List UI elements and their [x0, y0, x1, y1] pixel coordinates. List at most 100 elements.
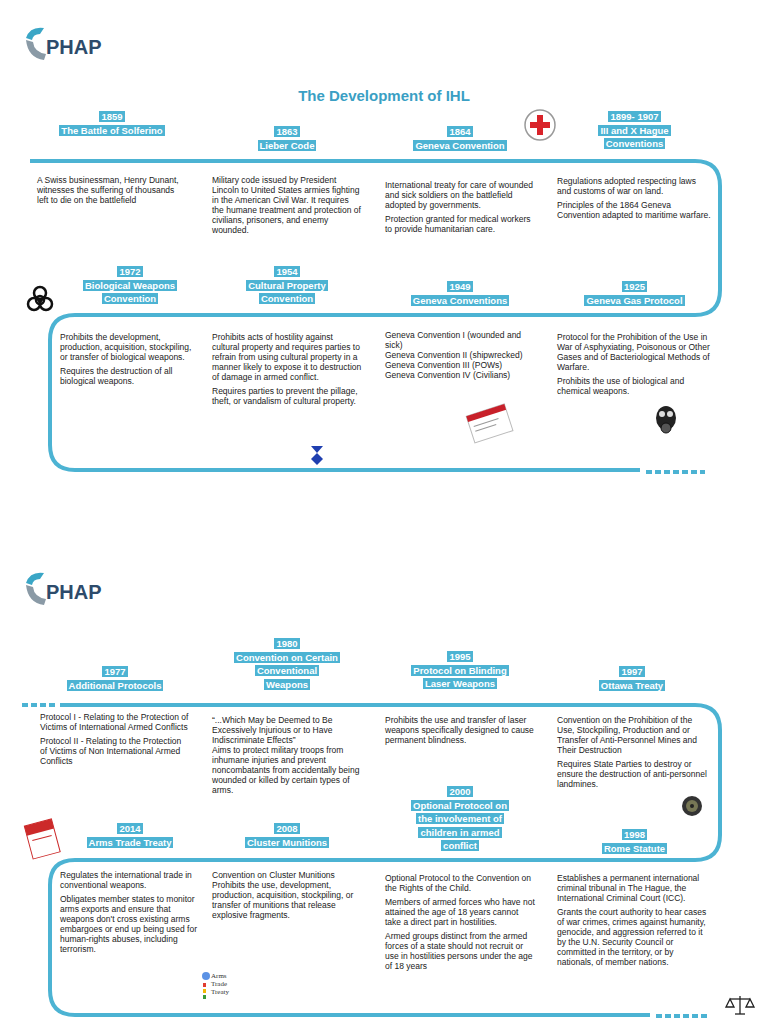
year-label: 1995	[447, 651, 472, 662]
entry-heading: 1977Additional Protocols	[40, 665, 190, 692]
entry-text: Grants the court authority to hear cases…	[557, 907, 712, 967]
entry-heading: 1925Geneva Gas Protocol	[557, 280, 712, 307]
year-line: 1864	[406, 125, 514, 139]
treaty-title: Convention on Certain Conventional Weapo…	[234, 652, 340, 690]
year-label: 1864	[447, 126, 472, 137]
year-line: 1899- 1907	[581, 110, 689, 124]
entry-text: Members of armed forces who have not att…	[385, 897, 535, 927]
year-label: 1977	[102, 666, 127, 677]
year-line: 1980	[233, 637, 341, 651]
treaty-title: Biological Weapons Convention	[83, 280, 177, 305]
treaty-title-line: Optional Protocol on the involvement of …	[406, 799, 514, 853]
year-label: 1863	[274, 126, 299, 137]
entry-heading: 2000Optional Protocol on the involvement…	[385, 785, 535, 853]
entry-body: Geneva Convention I (wounded and sick)Ge…	[385, 330, 535, 380]
entry-body: Convention on Cluster Munitions Prohibit…	[212, 870, 362, 924]
timeline-entry: 1864Geneva ConventionInternational treat…	[385, 125, 535, 240]
entry-text: Prohibits the use of biological and chem…	[557, 376, 712, 396]
entry-text: Obligates member states to monitor arms …	[60, 894, 200, 954]
treaty-title-line: Ottawa Treaty	[578, 679, 686, 693]
treaty-title: Geneva Gas Protocol	[584, 295, 684, 306]
entry-text: Geneva Convention III (POWs)	[385, 360, 535, 370]
timeline-track	[30, 161, 720, 470]
year-label: 1859	[99, 111, 124, 122]
treaty-title-line: Additional Protocols	[61, 679, 169, 693]
logo-text: PHAP	[46, 581, 102, 604]
entry-text: Convention on the Prohibition of the Use…	[557, 715, 707, 755]
logo-mark	[26, 573, 46, 605]
entry-body: Regulations adopted respecting laws and …	[557, 176, 712, 224]
entry-heading: 1899- 1907III and X Hague Conventions	[557, 110, 712, 151]
entry-body: Regulates the international trade in con…	[60, 870, 200, 958]
entry-body: “...Which May be Deemed to Be Excessivel…	[212, 715, 362, 799]
entry-text: A Swiss businessman, Henry Dunant, witne…	[37, 175, 187, 205]
timeline-entry: 1995Protocol on Blinding Laser WeaponsPr…	[385, 650, 535, 751]
treaty-title: Additional Protocols	[67, 680, 164, 691]
year-label: 2014	[117, 823, 142, 834]
treaty-title-line: Cluster Munitions	[233, 836, 341, 850]
year-label: 1925	[622, 281, 647, 292]
treaty-title-line: Geneva Convention	[406, 139, 514, 153]
entry-body: Protocol I - Relating to the Protection …	[40, 712, 190, 770]
entry-text: Protocol for the Prohibition of the Use …	[557, 332, 712, 372]
timeline-entry: 2000Optional Protocol on the involvement…	[385, 785, 535, 977]
entry-text: “...Which May be Deemed to Be Excessivel…	[212, 715, 362, 745]
timeline-entry: 1997Ottawa TreatyConvention on the Prohi…	[557, 665, 707, 795]
treaty-title-line: Protocol on Blinding Laser Weapons	[406, 664, 514, 691]
treaty-title: Arms Trade Treaty	[87, 837, 174, 848]
entry-body: International treaty for care of wounded…	[385, 180, 535, 238]
treaty-title: Rome Statute	[602, 843, 667, 854]
entry-body: Convention on the Prohibition of the Use…	[557, 715, 707, 793]
timeline-entry: 2014Arms Trade TreatyRegulates the inter…	[60, 822, 200, 960]
entry-body: Prohibits the use and transfer of laser …	[385, 715, 535, 749]
year-label: 1997	[619, 666, 644, 677]
treaty-title: Cluster Munitions	[245, 837, 329, 848]
treaty-title: Geneva Conventions	[411, 295, 510, 306]
timeline-entry: 1863Lieber CodeMilitary code issued by P…	[212, 125, 362, 241]
entry-heading: 1949Geneva Conventions	[385, 280, 535, 307]
entry-text: Geneva Convention IV (Civilians)	[385, 370, 535, 380]
treaty-title-line: Geneva Gas Protocol	[581, 294, 689, 308]
entry-text: International treaty for care of wounded…	[385, 180, 535, 210]
entry-text: Requires State Parties to destroy or ens…	[557, 759, 707, 789]
entry-body: Prohibits the development, production, a…	[60, 332, 200, 390]
treaty-title-line: Convention on Certain Conventional Weapo…	[233, 651, 341, 692]
treaty-title: The Battle of Solferino	[59, 125, 164, 136]
year-label: 1899- 1907	[608, 111, 660, 122]
entry-heading: 1998Rome Statute	[557, 828, 712, 855]
entry-text: Establishes a permanent international cr…	[557, 873, 712, 903]
entry-text: Regulations adopted respecting laws and …	[557, 176, 712, 196]
logo-text: PHAP	[46, 36, 102, 59]
entry-text: Protocol II - Relating to the Protection…	[40, 736, 190, 766]
entry-heading: 1995Protocol on Blinding Laser Weapons	[385, 650, 535, 691]
entry-text: Prohibits the development, production, a…	[60, 332, 200, 362]
entry-text: Protocol I - Relating to the Protection …	[40, 712, 190, 732]
timeline-entry: 1972Biological Weapons ConventionProhibi…	[60, 265, 200, 392]
timeline-entry: 1949Geneva ConventionsGeneva Convention …	[385, 280, 535, 382]
document-image	[466, 404, 513, 443]
entry-heading: 1972Biological Weapons Convention	[60, 265, 200, 306]
entry-text: Regulates the international trade in con…	[60, 870, 200, 890]
entry-text: Aims to protect military troops from inh…	[212, 745, 362, 795]
treaty-title: Optional Protocol on the involvement of …	[411, 800, 509, 852]
treaty-title-line: Cultural Property Convention	[233, 279, 341, 306]
entry-heading: 1997Ottawa Treaty	[557, 665, 707, 692]
year-line: 2014	[76, 822, 184, 836]
treaty-title-line: III and X Hague Conventions	[581, 124, 689, 151]
year-line: 1925	[581, 280, 689, 294]
timeline-entry: 1925Geneva Gas ProtocolProtocol for the …	[557, 280, 712, 402]
year-line: 1954	[233, 265, 341, 279]
entry-body: Military code issued by President Lincol…	[212, 175, 362, 239]
year-line: 2008	[233, 822, 341, 836]
entry-text: Geneva Convention II (shipwrecked)	[385, 350, 535, 360]
entry-heading: 2008Cluster Munitions	[212, 822, 362, 849]
entry-text: Convention on Cluster Munitions Prohibit…	[212, 870, 362, 920]
timeline-dashes	[656, 1014, 710, 1018]
entry-body: Establishes a permanent international cr…	[557, 873, 712, 971]
year-label: 1972	[117, 266, 142, 277]
treaty-title: Cultural Property Convention	[246, 280, 328, 305]
entry-heading: 1863Lieber Code	[212, 125, 362, 152]
treaty-title-line: Geneva Conventions	[406, 294, 514, 308]
year-line: 1998	[581, 828, 689, 842]
entry-body: Protocol for the Prohibition of the Use …	[557, 332, 712, 400]
